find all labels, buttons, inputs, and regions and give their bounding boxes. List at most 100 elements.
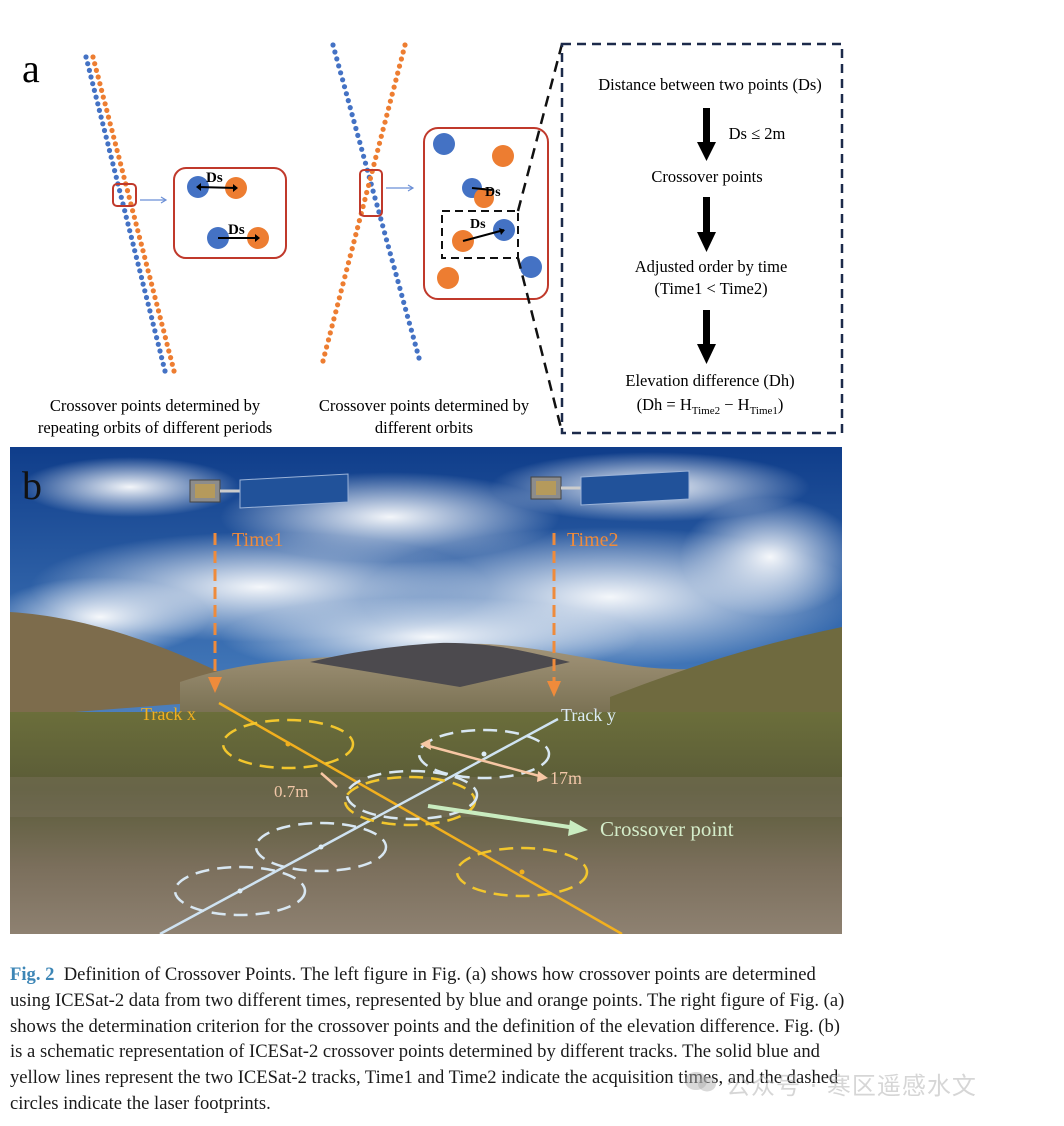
track-dot: [401, 299, 407, 305]
middle-inset-ds-label-2: Ds: [470, 217, 486, 232]
track-dot: [130, 208, 136, 214]
footprint-y-1: [417, 728, 551, 780]
footprint-x-1: [221, 718, 355, 770]
figure-caption: Fig. 2 Definition of Crossover Points. T…: [10, 962, 1040, 1117]
track-dot: [389, 91, 395, 97]
track-dot: [118, 161, 124, 167]
caption-line-6: circles indicate the laser footprints.: [10, 1092, 271, 1114]
distance-17m-arrow-tail: [420, 739, 431, 750]
middle-caption-line2: different orbits: [375, 418, 473, 437]
track-dot: [162, 368, 168, 374]
satellite-icon: [530, 470, 690, 506]
track-dot: [344, 267, 350, 273]
zoom-line-top: [516, 43, 564, 212]
middle-inset-pair-selected: [452, 219, 515, 252]
track-dot: [333, 309, 339, 315]
track-dot: [132, 248, 138, 254]
track-dot: [351, 118, 357, 125]
track-dot: [347, 105, 353, 111]
caption-line-1: Fig. 2 Definition of Crossover Points. T…: [10, 962, 1040, 988]
middle-caption-line1: Crossover points determined by: [319, 396, 530, 415]
track-dot: [355, 132, 361, 138]
track-dot: [160, 361, 166, 367]
flowchart: Distance between two points (Ds) Ds ≤ 2m…: [598, 75, 822, 417]
track-dot: [322, 351, 328, 357]
track-dot: [378, 133, 384, 139]
track-dot: [112, 168, 118, 174]
track-dot: [391, 84, 397, 90]
flow-step-distance: Distance between two points (Ds): [598, 75, 822, 94]
track-dot: [336, 63, 342, 69]
blue-point: [433, 133, 455, 155]
selected-pair-dashed-box: [441, 210, 519, 259]
wechat-icon: [685, 1072, 716, 1092]
zoom-line-bottom: [516, 257, 564, 433]
track-dot: [362, 160, 369, 166]
time1-arrow-head: [208, 677, 222, 693]
orange-point: [437, 267, 459, 289]
track-dot: [105, 141, 111, 147]
track-dot: [398, 56, 404, 62]
track-dot: [117, 188, 123, 194]
track-dot: [338, 70, 344, 76]
track-dot: [400, 49, 406, 55]
track-dot: [349, 112, 355, 118]
flow-condition: Ds ≤ 2m: [729, 124, 786, 143]
track-dot: [155, 308, 162, 314]
track-dot: [336, 295, 342, 301]
track-dot: [99, 87, 105, 93]
track-dot: [108, 154, 114, 160]
left-selection-box: [112, 183, 137, 207]
track-dot: [380, 126, 386, 132]
track-dot: [126, 194, 132, 200]
distance-17m-arrow: [424, 743, 544, 779]
left-caption-line1: Crossover points determined by: [50, 396, 261, 415]
track-dot: [376, 140, 383, 146]
track-dot: [145, 268, 151, 274]
track-dot: [149, 315, 155, 321]
footprint-y-3: [254, 821, 388, 873]
time2-label: Time2: [567, 529, 619, 551]
track-dot: [338, 288, 344, 294]
flow-step-elevation-1: Elevation difference (Dh): [625, 371, 794, 390]
track-dot: [111, 134, 117, 140]
track-dot: [130, 241, 136, 247]
track-dot: [101, 127, 108, 134]
track-dot: [342, 274, 348, 280]
track-dot: [154, 335, 160, 341]
track-dot: [131, 214, 137, 220]
track-dot: [114, 147, 120, 154]
flow-step-elevation-2: (Dh = HTime2 − HTime1): [637, 395, 784, 417]
track-dot: [382, 230, 388, 236]
track-dot: [137, 268, 143, 274]
track-dot: [414, 348, 420, 354]
track-dot: [367, 175, 373, 181]
left-caption-line2: repeating orbits of different periods: [38, 418, 272, 437]
track-dot: [393, 271, 399, 278]
track-dot: [149, 281, 155, 287]
left-inset-ds-label-2: Ds: [228, 222, 245, 238]
track-dot: [372, 195, 378, 201]
track-dot: [142, 288, 148, 294]
footprint-y-4: [173, 865, 307, 917]
footprint-y-2: [345, 769, 479, 821]
track-dot: [152, 294, 158, 301]
track-dot: [92, 61, 98, 67]
track-dot: [375, 147, 381, 153]
track-x-label: Track x: [141, 704, 196, 724]
track-dot: [374, 202, 380, 208]
track-dot: [347, 253, 353, 259]
track-dot: [103, 134, 109, 140]
track-dot: [159, 355, 165, 361]
middle-selection-box: [359, 169, 383, 217]
caption-line-3: shows the determination criterion for th…: [10, 1015, 840, 1037]
track-dot: [362, 196, 368, 203]
zoom-arrow-middle: [386, 184, 415, 192]
crossover-arrow-head: [568, 820, 588, 836]
caption-line-2: using ICESat-2 data from two different t…: [10, 989, 845, 1011]
track-dot: [142, 254, 148, 260]
track-dot: [345, 98, 351, 104]
track-dot: [340, 281, 346, 287]
track-dot: [416, 355, 422, 361]
track-dot: [357, 139, 363, 145]
